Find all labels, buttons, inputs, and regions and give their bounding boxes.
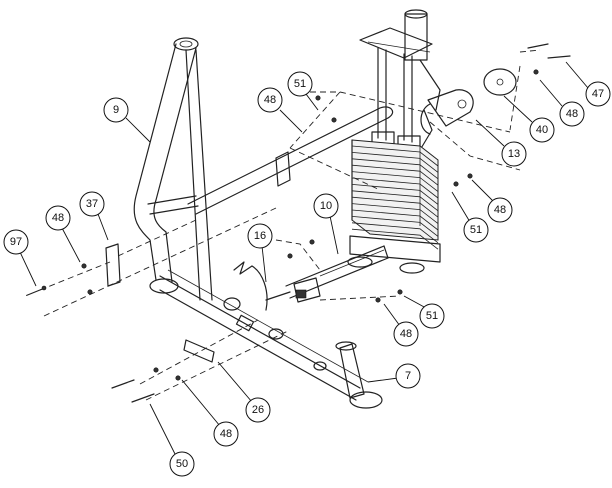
plate-26 <box>183 339 215 363</box>
callout-13-c13: 13 <box>475 119 527 167</box>
callout-51-c51a: 51 <box>287 71 319 111</box>
callout-leader-line <box>503 95 533 123</box>
callout-48-c48c: 48 <box>45 205 81 263</box>
callout-circle <box>529 117 555 143</box>
callout-50-c50: 50 <box>149 403 195 477</box>
callout-label: 48 <box>264 94 276 106</box>
callout-label: 48 <box>494 204 506 216</box>
callout-leader-line <box>451 191 471 223</box>
cross-member-10 <box>285 245 389 303</box>
frame-upright-9 <box>133 37 213 301</box>
callout-circle <box>3 229 29 255</box>
callout-label: 51 <box>426 310 438 322</box>
callout-51-c51c: 51 <box>403 295 445 329</box>
callout-leader-line <box>539 79 563 107</box>
upper-cross-tube <box>187 106 394 215</box>
callout-circle <box>169 451 195 477</box>
callout-label: 16 <box>254 230 266 242</box>
callout-97-c97: 97 <box>3 229 37 287</box>
weight-plates <box>347 139 441 274</box>
callout-leader-line <box>305 93 319 111</box>
callout-label: 26 <box>252 404 264 416</box>
callout-leader-line <box>97 213 109 241</box>
plate-37 <box>105 243 121 287</box>
callout-leader-line <box>19 251 37 287</box>
fasteners <box>26 43 571 403</box>
callout-label: 51 <box>470 224 482 236</box>
callout-circle <box>585 81 611 107</box>
pulley-cover-40 <box>483 68 517 96</box>
callout-40-c40: 40 <box>503 95 555 143</box>
callout-circle <box>463 217 489 243</box>
callout-label: 7 <box>405 370 411 382</box>
callout-circle <box>419 303 445 329</box>
callout-leader-line <box>217 361 253 403</box>
callout-leader-line <box>403 295 427 309</box>
callout-51-c51b: 51 <box>451 191 489 243</box>
callout-leader-line <box>383 303 401 327</box>
callout-16-c16: 16 <box>247 223 273 283</box>
callout-leader-line <box>329 215 339 255</box>
callout-circle <box>257 87 283 113</box>
callout-layer: 9 51 48 47 48 40 13 37 48 97 10 16 48 51 48 51 7 26 48 50 <box>3 61 611 477</box>
callout-circle <box>103 97 129 123</box>
callout-label: 97 <box>10 236 22 248</box>
callout-leader-line <box>565 61 589 89</box>
callout-circle <box>393 321 419 347</box>
callout-label: 48 <box>52 212 64 224</box>
callout-7-c7: 7 <box>367 363 421 389</box>
callout-label: 9 <box>113 104 119 116</box>
callout-label: 47 <box>592 88 604 100</box>
callout-label: 51 <box>294 78 306 90</box>
callout-48-c48e: 48 <box>383 303 419 347</box>
cable-16 <box>233 261 291 311</box>
callout-leader-line <box>125 117 151 143</box>
callout-48-c48d: 48 <box>471 179 513 223</box>
callout-circle <box>487 197 513 223</box>
callout-leader-line <box>181 379 221 427</box>
callout-circle <box>559 101 585 127</box>
callout-circle <box>79 191 105 217</box>
callout-circle <box>395 363 421 389</box>
callout-label: 10 <box>320 200 332 212</box>
callout-9-c9: 9 <box>103 97 151 143</box>
callout-label: 13 <box>508 148 520 160</box>
callout-label: 37 <box>86 198 98 210</box>
callout-48-c48b: 48 <box>539 79 585 127</box>
callout-48-c48a: 48 <box>257 87 303 133</box>
callout-label: 50 <box>176 458 188 470</box>
callout-leader-line <box>475 119 505 147</box>
alignment-lines <box>39 49 541 401</box>
callout-leader-line <box>471 179 495 203</box>
base-rail-7 <box>149 269 383 409</box>
callout-circle <box>213 421 239 447</box>
callout-label: 48 <box>220 428 232 440</box>
callout-label: 48 <box>400 328 412 340</box>
callout-label: 48 <box>566 108 578 120</box>
callout-leader-line <box>61 227 81 263</box>
callout-leader-line <box>149 403 177 457</box>
callout-circle <box>45 205 71 231</box>
callout-leader-line <box>261 245 267 283</box>
callout-circle <box>501 141 527 167</box>
callout-47-c47: 47 <box>565 61 611 107</box>
callout-48-c48f: 48 <box>181 379 239 447</box>
callout-26-c26: 26 <box>217 361 271 423</box>
pulley-bracket-13 <box>420 89 474 135</box>
callout-label: 40 <box>536 124 548 136</box>
callout-circle <box>247 223 273 249</box>
callout-circle <box>245 397 271 423</box>
callout-circle <box>287 71 313 97</box>
callout-circle <box>313 193 339 219</box>
callout-leader-line <box>279 109 303 133</box>
callout-37-c37: 37 <box>79 191 109 241</box>
callout-leader-line <box>367 377 399 383</box>
callout-10-c10: 10 <box>313 193 339 255</box>
